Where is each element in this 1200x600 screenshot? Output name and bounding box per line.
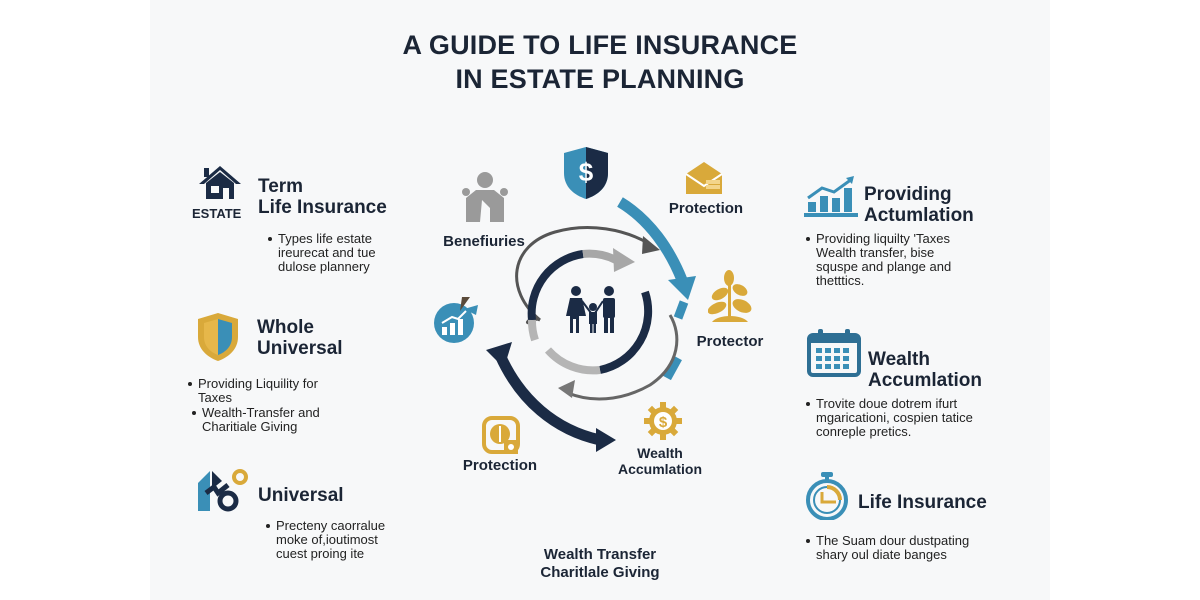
svg-text:$: $ <box>579 157 594 187</box>
stopwatch-icon <box>804 472 850 521</box>
heading-line-1: Life Insurance <box>858 492 987 513</box>
cycle-arrows <box>486 197 696 452</box>
card-providing-actumlation: Providing Actumlation Providing liquilty… <box>800 172 1000 292</box>
heading-line-2: Accumlation <box>868 370 983 391</box>
house-icon <box>196 164 244 200</box>
card-universal: Universal Precteny caorralue moke of,iou… <box>190 465 410 565</box>
beneficiaries-label: Benefiuries <box>443 233 525 250</box>
title-line-2: IN ESTATE PLANNING <box>455 64 745 94</box>
card-heading: Providing Actumlation <box>864 184 974 226</box>
card-whole-universal: Whole Universal Providing Liquility for … <box>180 305 400 440</box>
card-heading: Wealth Accumlation <box>868 349 982 391</box>
heading-line-1: Term <box>258 176 304 197</box>
shield-icon <box>196 311 240 363</box>
central-cycle-diagram: $ Benefiuries Protection <box>420 140 780 500</box>
page-title: A GUIDE TO LIFE INSURANCE IN ESTATE PLAN… <box>0 28 1200 96</box>
heading-line-1: Whole <box>257 317 314 338</box>
dollar-gear-icon: $ <box>644 402 682 440</box>
footer-caption: Wealth Transfer Charitlale Giving <box>480 546 720 582</box>
plant-icon <box>707 270 752 324</box>
bullet-item: Wealth-Transfer and Charitiale Giving <box>192 406 342 434</box>
card-bullets: Trovite doue dotrem ifurt mgaricationi, … <box>806 397 996 439</box>
family-icon <box>563 285 623 335</box>
bullet-item: Providing liquilty 'Taxes Wealth transfe… <box>806 232 974 288</box>
footer-line-1: Wealth Transfer <box>543 546 657 563</box>
pie-growth-icon <box>430 295 480 345</box>
card-bullets: Providing Liquility for Taxes Wealth-Tra… <box>188 377 358 434</box>
label-line-2: Accumlation <box>617 461 702 477</box>
heading-line-1: Wealth <box>868 349 930 370</box>
protection-label-top: Protection <box>668 200 744 217</box>
card-heading: Life Insurance <box>858 492 987 513</box>
card-heading: Universal <box>258 485 344 506</box>
card-bullets: Precteny caorralue moke of,ioutimost cue… <box>266 519 396 561</box>
growth-chart-icon <box>804 176 858 218</box>
card-bullets: Types life estate ireurecat and tue dulo… <box>268 232 398 274</box>
card-wealth-accumlation: Wealth Accumlation Trovite doue dotrem i… <box>800 325 1000 450</box>
bullet-item: Types life estate ireurecat and tue dulo… <box>268 232 398 274</box>
dollar-shield-icon: $ <box>562 145 610 201</box>
card-bullets: The Suam dour dustpating shary oul diate… <box>806 534 986 562</box>
card-heading: Whole Universal <box>257 317 343 359</box>
house-coins-icon <box>684 160 724 194</box>
bullet-item: Precteny caorralue moke of,ioutimost cue… <box>266 519 396 561</box>
card-term-life-insurance: ESTATE Term Life Insurance Types life es… <box>190 160 420 280</box>
card-bullets: Providing liquilty 'Taxes Wealth transfe… <box>806 232 974 288</box>
heading-line-2: Actumlation <box>864 205 974 226</box>
beneficiaries-icon <box>460 170 510 222</box>
bullet-item: Providing Liquility for Taxes <box>188 377 338 405</box>
label-line-1: Wealth <box>637 445 683 461</box>
protector-label: Protector <box>696 333 764 350</box>
heading-line-1: Universal <box>258 485 344 506</box>
card-heading: Term Life Insurance <box>258 176 387 218</box>
calendar-icon <box>807 329 861 377</box>
protection-label-bottom: Protection <box>462 457 538 474</box>
footer-line-2: Charitlale Giving <box>540 564 660 581</box>
bullet-item: The Suam dour dustpating shary oul diate… <box>806 534 986 562</box>
card-life-insurance: Life Insurance The Suam dour dustpating … <box>800 468 1000 568</box>
heading-line-2: Life Insurance <box>258 197 387 218</box>
estate-caption: ESTATE <box>192 206 242 221</box>
wealth-accumlation-label: Wealth Accumlation <box>610 445 710 477</box>
puzzle-gear-icon <box>196 467 250 513</box>
heading-line-2: Universal <box>257 338 343 359</box>
bullet-item: Trovite doue dotrem ifurt mgaricationi, … <box>806 397 996 439</box>
title-line-1: A GUIDE TO LIFE INSURANCE <box>402 30 798 60</box>
plant-gear-icon <box>482 416 522 456</box>
infographic-background <box>150 0 1050 600</box>
svg-text:$: $ <box>659 414 668 431</box>
heading-line-1: Providing <box>864 184 952 205</box>
